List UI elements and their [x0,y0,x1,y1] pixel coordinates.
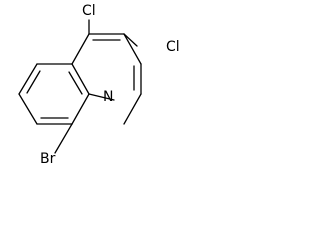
bond-c8-c8a [71,93,90,125]
bond-c5-c6 [18,63,38,95]
double-bond-c5-c6 [26,70,41,94]
bond-c6-c7 [18,93,38,125]
bond-c2-n1-lower [123,93,142,125]
bond-c3-c2 [123,33,142,65]
bromine-label: Br [40,151,56,167]
bond-c3-cl [123,33,138,47]
bond-c8-br [54,123,73,154]
double-bond-c8a-c4a [68,71,83,95]
chlorine-label-top: Cl [82,3,96,19]
bond-c8a-c4a [71,63,90,95]
nitrogen-label: N [103,89,113,105]
bond-n1-c8a [88,93,115,101]
structure-diagram: Cl Cl N Br [18,3,180,167]
chlorine-label-right: Cl [166,39,180,55]
bond-c4a-c4 [71,33,90,65]
